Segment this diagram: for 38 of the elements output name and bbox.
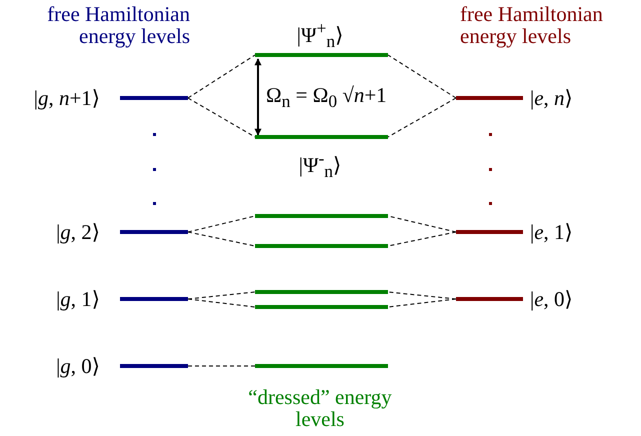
energy-level-bar — [120, 230, 188, 234]
energy-level-bar — [120, 364, 188, 368]
state-label: |g, 0⟩ — [56, 356, 100, 377]
double-arrow — [254, 58, 262, 136]
heading-text: free Hamiltonian energy levels — [460, 3, 604, 48]
dashed-connector — [188, 98, 256, 138]
dashed-connector — [388, 292, 456, 300]
heading-text: free Hamiltonian energy levels — [46, 3, 190, 48]
dashed-connector — [188, 54, 256, 98]
energy-level-bar — [120, 96, 188, 100]
energy-level-bar — [255, 305, 388, 309]
state-label: |Ψ$^{-}$$_{n}$⟩ — [298, 150, 342, 181]
energy-level-bar — [120, 297, 188, 301]
energy-level-bar — [255, 244, 388, 248]
dashed-connector — [388, 232, 456, 246]
energy-level-bar — [456, 96, 523, 100]
state-label: |e, 0⟩ — [530, 289, 573, 310]
energy-level-bar — [255, 53, 388, 57]
dashed-connector — [388, 98, 456, 138]
energy-level-bar — [456, 230, 523, 234]
energy-level-bar — [456, 297, 523, 301]
dashed-connector — [188, 232, 256, 246]
dashed-connector — [188, 216, 256, 232]
state-label: |g, n+1⟩ — [34, 88, 100, 109]
energy-level-bar — [255, 214, 388, 218]
energy-level-bar — [255, 290, 388, 294]
energy-level-bar — [255, 364, 388, 368]
heading-text: “dressed” energy levels — [247, 386, 393, 430]
dashed-connector — [188, 298, 256, 308]
dashed-connector — [188, 292, 256, 300]
state-label: |g, 1⟩ — [56, 289, 100, 310]
dashed-connector — [388, 54, 456, 98]
state-label: |e, 1⟩ — [530, 222, 573, 243]
energy-level-bar — [255, 135, 388, 139]
state-label: |e, n⟩ — [530, 88, 573, 109]
state-label: |g, 2⟩ — [56, 222, 100, 243]
dashed-connector — [388, 298, 456, 308]
state-label: |Ψ$^{+}$$_{n}$⟩ — [296, 20, 344, 51]
